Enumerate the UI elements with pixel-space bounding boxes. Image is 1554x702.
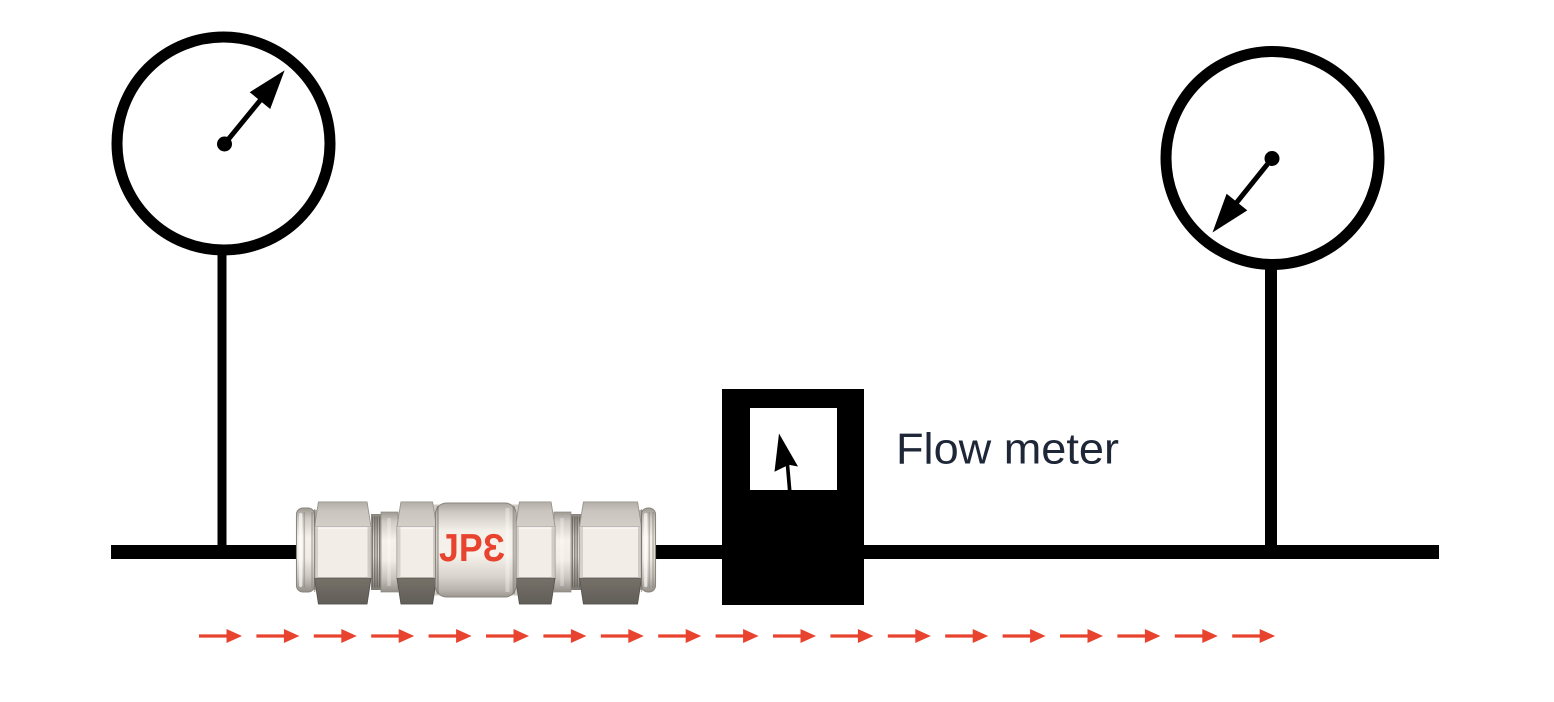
svg-text:JPƐ: JPƐ xyxy=(439,527,505,570)
svg-text:Flow meter: Flow meter xyxy=(896,425,1119,474)
